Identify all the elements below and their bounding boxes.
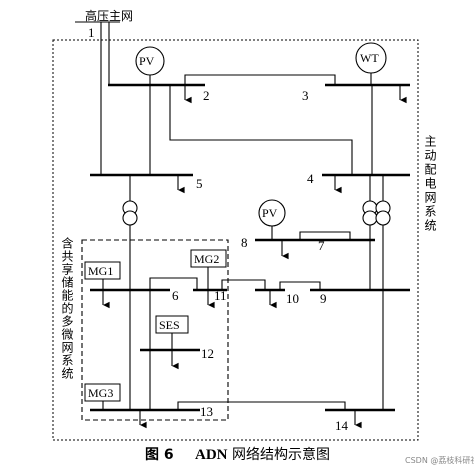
- pv-source-mid-label: PV: [262, 206, 278, 220]
- adn-system-boundary: [52, 39, 419, 441]
- mg2-label: MG2: [194, 252, 219, 266]
- bus-2-label: 2: [203, 88, 210, 103]
- line-6-11: [149, 277, 198, 290]
- line-10-9: [279, 281, 321, 290]
- grid-label: 高压主网: [85, 8, 133, 23]
- bus-6-label: 6: [172, 288, 179, 303]
- caption-fig: 图 6: [145, 447, 174, 463]
- mg3-label: MG3: [88, 386, 113, 400]
- line-7-8: [299, 231, 351, 240]
- multi-microgrid-boundary: [81, 239, 229, 421]
- watermark: CSDN @荔枝科研社: [405, 455, 474, 465]
- bus-3-label: 3: [302, 88, 309, 103]
- region-main-label: 主动配电网系统: [423, 135, 437, 233]
- bus-8-label: 8: [241, 235, 248, 250]
- mg1-label: MG1: [88, 264, 113, 278]
- bus-9-label: 9: [320, 291, 327, 306]
- tx4a-coil-bottom: [362, 210, 378, 226]
- bus-7-label: 7: [318, 238, 325, 253]
- ses-label: SES: [159, 318, 180, 332]
- bus-12-label: 12: [201, 346, 214, 361]
- tx5-coil-bottom: [122, 210, 138, 226]
- pv-source-top-label: PV: [139, 54, 155, 68]
- line-2-4: [169, 85, 353, 175]
- line-2-3: [184, 74, 336, 85]
- bus-1-label: 1: [88, 25, 95, 40]
- line-11-10: [221, 279, 266, 290]
- tx4b-coil-bottom: [375, 210, 391, 226]
- bus-13-label: 13: [200, 404, 213, 419]
- bus-5-label: 5: [196, 176, 203, 191]
- line-13-14: [177, 401, 346, 410]
- bus-14-label: 14: [335, 418, 349, 433]
- bus-10-label: 10: [286, 291, 299, 306]
- wt-source-label: WT: [360, 51, 379, 65]
- bus-11-label: 11: [214, 288, 227, 303]
- bus-4-label: 4: [307, 171, 314, 186]
- caption-text: 网络结构示意图: [232, 446, 330, 463]
- caption-adn: ADN: [195, 447, 228, 463]
- region-mg-label: 含共享储能的多微网系统: [60, 236, 74, 380]
